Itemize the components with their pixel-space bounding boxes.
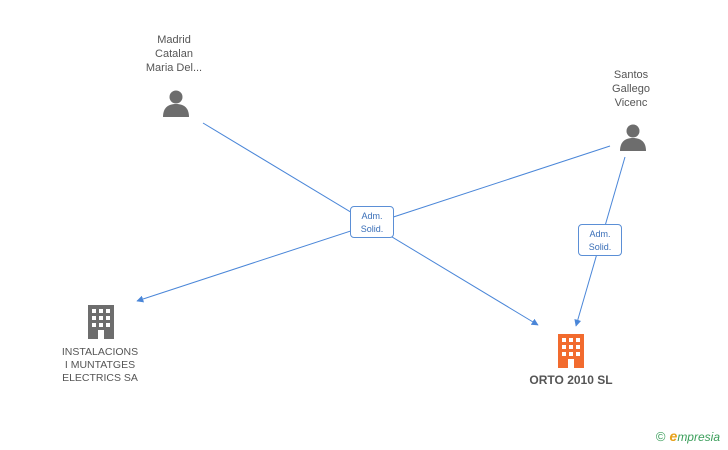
company-name-line: ORTO 2010 SL [529,373,613,387]
person-name-line: Madrid [157,34,191,46]
company-label-orto[interactable]: ORTO 2010 SL [516,374,626,387]
relation-badge-center[interactable]: Adm. Solid. [350,206,394,238]
relation-badge-right[interactable]: Adm. Solid. [578,224,622,256]
building-icon[interactable] [556,334,586,368]
person-label-santos: Santos Gallego Vicenc [590,68,672,110]
company-name-line: ELECTRICS SA [62,372,138,384]
company-label-instalacions[interactable]: INSTALACIONS I MUNTATGES ELECTRICS SA [44,346,156,385]
brand-logo-text: mpresia [677,430,720,444]
building-icon[interactable] [86,305,116,339]
person-name-line: Catalan [155,48,193,60]
person-icon[interactable] [618,122,648,152]
brand-logo-e: e [669,428,678,444]
relation-role-line: Solid. [360,224,384,234]
person-name-line: Gallego [612,83,650,95]
company-name-line: I MUNTATGES [64,359,136,371]
relation-role-line: Solid. [588,242,612,252]
person-icon[interactable] [161,88,191,118]
person-label-madrid: Madrid Catalan Maria Del... [126,33,222,75]
brand-logo: ©empresia [656,428,720,444]
person-name-line: Vicenc [614,97,648,109]
person-name-line: Santos [613,69,649,81]
company-name-line: INSTALACIONS [61,346,139,358]
relation-role-line: Adm. [361,211,383,221]
person-name-line: Maria Del... [145,62,203,74]
copyright-icon: © [655,429,666,444]
relation-role-line: Adm. [589,229,611,239]
